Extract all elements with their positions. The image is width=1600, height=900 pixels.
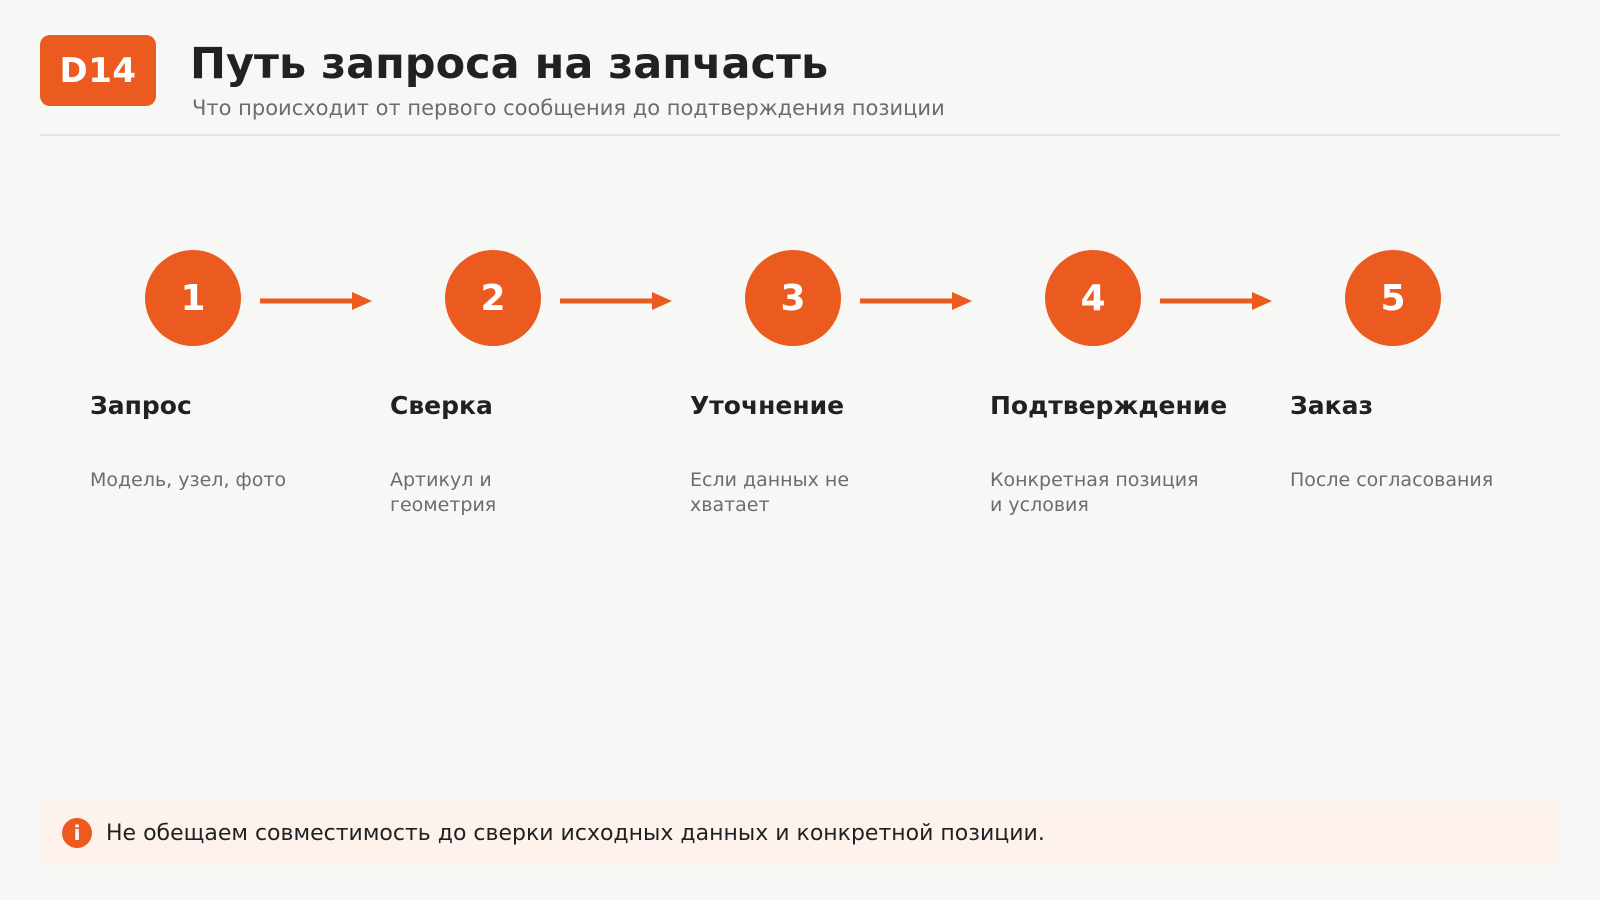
arrow-2-to-3 xyxy=(560,292,672,310)
step-2-circle: 2 xyxy=(445,250,541,346)
info-note-text: Не обещаем совместимость до сверки исход… xyxy=(106,820,1045,846)
header-divider xyxy=(40,134,1560,136)
step-3-circle: 3 xyxy=(745,250,841,346)
arrow-1-to-2 xyxy=(260,292,372,310)
step-2-title: Сверка xyxy=(390,391,493,420)
page-title: Путь запроса на запчасть xyxy=(190,39,829,89)
step-1-description: Модель, узел, фото xyxy=(90,469,287,491)
step-4-title: Подтверждение xyxy=(990,391,1228,420)
step-4-circle: 4 xyxy=(1045,250,1141,346)
step-1-circle: 1 xyxy=(145,250,241,346)
step-1-title: Запрос xyxy=(90,391,192,420)
step-4-description: Конкретная позиция и условия xyxy=(990,469,1199,516)
arrow-3-to-4 xyxy=(860,292,972,310)
info-note: i Не обещаем совместимость до сверки исх… xyxy=(40,801,1560,865)
step-5-description: После согласования xyxy=(1290,469,1494,491)
step-3-description: Если данных не хватает xyxy=(690,469,850,516)
step-2-description: Артикул и геометрия xyxy=(390,469,497,516)
step-5-title: Заказ xyxy=(1290,391,1373,420)
arrow-4-to-5 xyxy=(1160,292,1272,310)
step-3-title: Уточнение xyxy=(690,391,845,420)
page-subtitle: Что происходит от первого сообщения до п… xyxy=(192,96,945,120)
step-5-circle: 5 xyxy=(1345,250,1441,346)
info-icon: i xyxy=(62,818,92,848)
section-badge: D14 xyxy=(40,35,156,106)
